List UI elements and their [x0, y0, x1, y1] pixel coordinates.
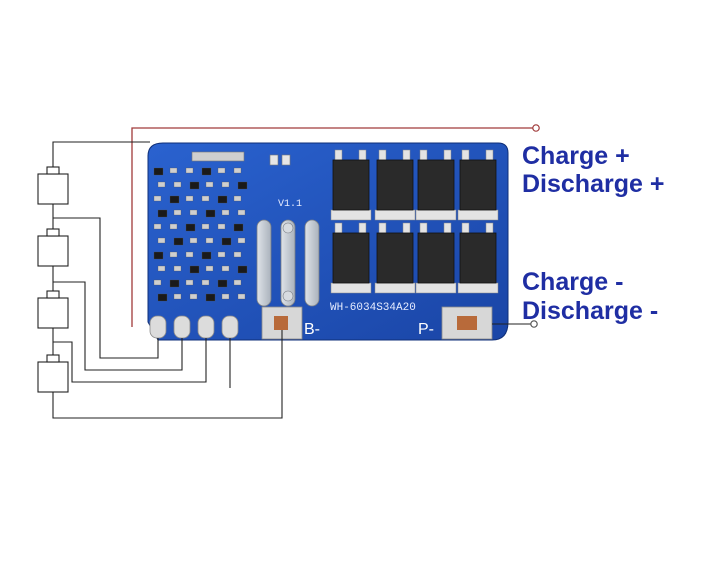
- smd-part: [189, 209, 198, 216]
- smd-part: [153, 167, 164, 176]
- smd-part: [173, 209, 182, 216]
- smd-part: [189, 181, 200, 190]
- smd-part: [173, 293, 182, 300]
- smd-part: [157, 181, 166, 188]
- mosfet: [415, 149, 457, 221]
- smd-part: [201, 195, 210, 202]
- smd-part: [221, 181, 230, 188]
- battery-cell: [37, 290, 69, 329]
- smd-part: [201, 251, 212, 260]
- mosfet: [330, 222, 372, 294]
- smd-part: [233, 251, 242, 258]
- smd-part: [185, 251, 194, 258]
- p-minus-label: P-: [418, 321, 434, 338]
- board-version: V1.1: [278, 199, 302, 210]
- pack-positive-wire: [52, 141, 150, 167]
- battery-string: [37, 141, 532, 419]
- balance-connector: [191, 151, 291, 166]
- mosfet: [457, 222, 499, 294]
- discharge-minus-label: Discharge -: [522, 297, 659, 325]
- charge-plus-label: Charge +: [522, 142, 630, 170]
- smd-part: [237, 237, 246, 244]
- mosfet: [374, 149, 416, 221]
- smd-part: [173, 181, 182, 188]
- board-model: WH-6034S34A20: [330, 302, 416, 314]
- smd-part: [205, 265, 214, 272]
- charge-minus-label: Charge -: [522, 268, 624, 296]
- positive-terminal: [532, 124, 540, 132]
- smd-components: [153, 167, 248, 302]
- b-minus-label: B-: [304, 321, 320, 338]
- smd-part: [185, 223, 196, 232]
- battery-cell: [37, 166, 69, 205]
- smd-part: [189, 293, 198, 300]
- smd-part: [237, 265, 248, 274]
- smd-part: [237, 209, 246, 216]
- smd-part: [217, 223, 226, 230]
- smd-part: [169, 167, 178, 174]
- smd-part: [153, 195, 162, 202]
- smd-part: [153, 279, 162, 286]
- smd-part: [185, 195, 194, 202]
- smd-part: [157, 293, 168, 302]
- smd-part: [237, 181, 248, 190]
- mosfet: [374, 222, 416, 294]
- smd-part: [157, 237, 166, 244]
- smd-part: [205, 237, 214, 244]
- smd-part: [237, 293, 246, 300]
- smd-part: [157, 209, 168, 218]
- smd-part: [169, 223, 178, 230]
- p-minus-pad: P-: [418, 306, 493, 340]
- smd-part: [173, 265, 182, 272]
- mosfet: [330, 149, 372, 221]
- smd-part: [201, 223, 210, 230]
- smd-part: [189, 265, 200, 274]
- positive-wire: [131, 127, 536, 327]
- smd-part: [221, 209, 230, 216]
- smd-part: [233, 223, 244, 232]
- smd-part: [189, 237, 198, 244]
- smd-part: [153, 223, 162, 230]
- smd-part: [221, 237, 232, 246]
- smd-part: [205, 181, 214, 188]
- smd-part: [169, 195, 180, 204]
- negative-terminal: [530, 320, 538, 328]
- smd-part: [185, 279, 194, 286]
- mosfet-array: [330, 149, 499, 294]
- smd-part: [205, 293, 216, 302]
- bms-pcb: V1.1 WH-6034S34A20 B- P-: [147, 142, 509, 341]
- mosfet: [457, 149, 499, 221]
- balance-wire-4: [52, 330, 283, 419]
- balance-wire-1: [53, 217, 159, 359]
- smd-part: [185, 167, 194, 174]
- battery-cell: [37, 228, 69, 267]
- smd-part: [233, 279, 242, 286]
- shunt-resistors: [256, 219, 320, 307]
- smd-part: [169, 279, 180, 288]
- smd-part: [173, 237, 184, 246]
- balance-wire-3: [53, 338, 207, 383]
- smd-part: [217, 251, 226, 258]
- smd-part: [217, 195, 228, 204]
- battery-cell: [37, 354, 69, 393]
- smd-part: [233, 195, 242, 202]
- smd-part: [221, 265, 230, 272]
- balance-pads: [149, 315, 239, 339]
- smd-part: [221, 293, 230, 300]
- smd-part: [201, 279, 210, 286]
- mosfet: [415, 222, 457, 294]
- smd-part: [217, 167, 226, 174]
- smd-part: [201, 167, 212, 176]
- smd-part: [205, 209, 216, 218]
- balance-wire-2: [53, 281, 183, 371]
- smd-part: [153, 251, 164, 260]
- discharge-plus-label: Discharge +: [522, 170, 665, 198]
- smd-part: [157, 265, 166, 272]
- smd-part: [217, 279, 228, 288]
- smd-part: [169, 251, 178, 258]
- smd-part: [233, 167, 242, 174]
